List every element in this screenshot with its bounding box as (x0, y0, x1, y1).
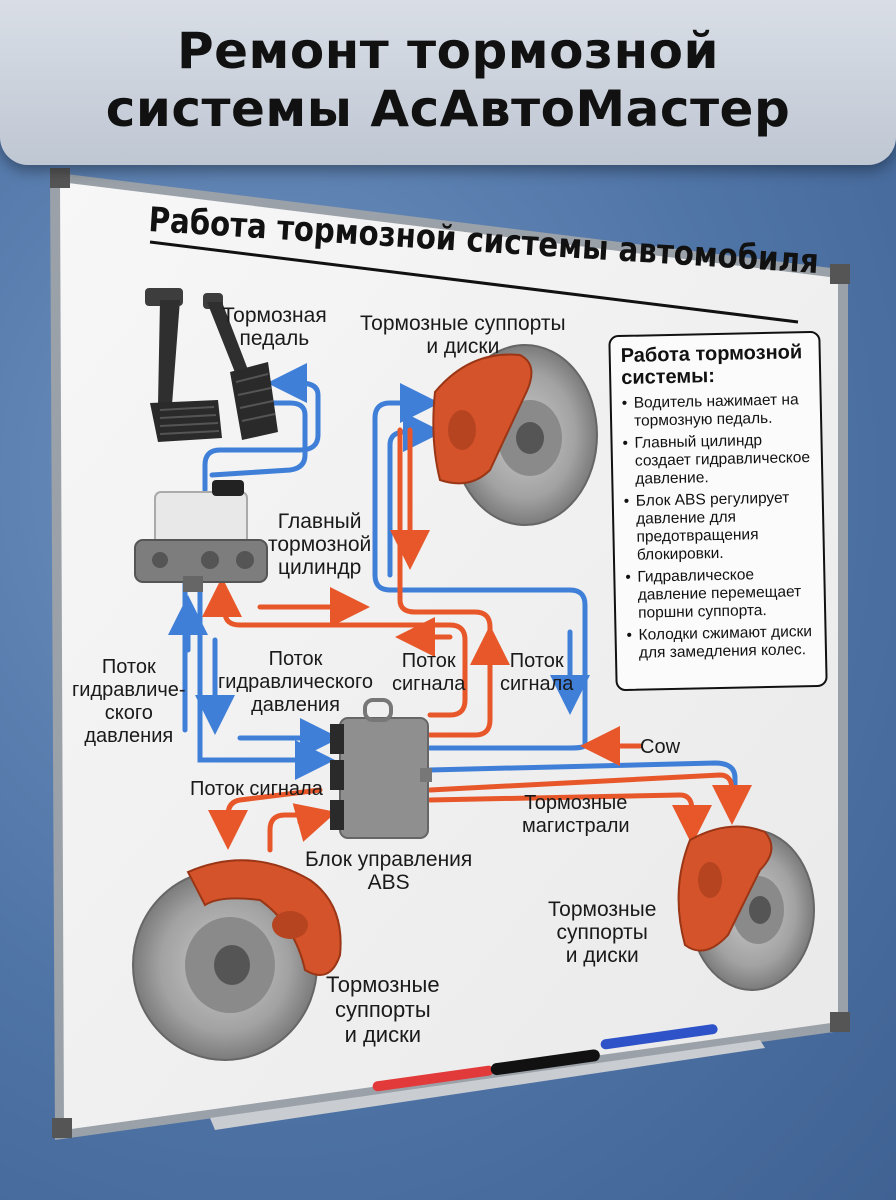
label-line: суппорты (556, 921, 648, 944)
info-item: Главный цилиндр создает гидравлическое д… (622, 431, 811, 489)
marker-tray (210, 1040, 765, 1130)
label-line: Тормозные суппорты (360, 312, 566, 335)
info-box: Работа тормозной системы: Водитель нажим… (608, 330, 828, 692)
label-line: Поток (509, 650, 564, 672)
red-marker (372, 1065, 494, 1092)
frame-corner-br (830, 1012, 850, 1032)
label-brake-pedal: Тормозная педаль (222, 304, 327, 350)
label-line: Тормозная (222, 304, 327, 327)
title-banner: Ремонт тормозной системы АсАвтоМастер (0, 0, 896, 165)
brake-disc-top (432, 344, 598, 526)
label-line: магистрали (522, 815, 630, 837)
label-line: давления (84, 725, 174, 747)
frame-corner-tr (830, 264, 850, 284)
label-line: Тормозные (548, 898, 657, 921)
info-item: Колодки сжимают диски для замедления кол… (626, 623, 815, 663)
banner-title-line-2: системы АсАвтоМастер (105, 80, 791, 138)
label-line: Тормозные (524, 792, 628, 814)
label-line: ABS (367, 871, 410, 894)
label-line: суппорты (334, 997, 431, 1022)
brake-disc-right (677, 825, 815, 991)
banner-title-line-1: Ремонт тормозной (176, 22, 720, 80)
label-hydraulic-flow-left: Поток гидравличе- ского давления (72, 656, 186, 748)
label-brake-lines: Тормозные магистрали (522, 792, 630, 838)
banner-title: Ремонт тормозной системы АсАвтоМастер (0, 22, 896, 138)
label-calipers-bottom-left: Тормозные суппорты и диски (326, 972, 440, 1047)
label-signal-flow-2: Поток сигнала (500, 650, 573, 696)
label-cow: Cow (640, 736, 681, 758)
label-line: Поток (101, 656, 156, 678)
label-line: педаль (239, 327, 310, 350)
label-abs-unit: Блок управления ABS (305, 848, 472, 894)
master-cylinder-graphic (134, 480, 268, 592)
label-line: Тормозные (326, 972, 440, 997)
label-line: гидравлического (218, 671, 374, 693)
label-line: и диски (565, 944, 639, 967)
info-item: Водитель нажимает на тормозную педаль. (622, 391, 811, 431)
label-line: и диски (344, 1022, 422, 1047)
frame-corner-tl (50, 168, 70, 188)
label-line: Блок управления (305, 848, 473, 871)
signal-lines (202, 427, 752, 853)
label-calipers-top: Тормозные суппорты и диски (360, 312, 566, 358)
label-line: Поток (268, 648, 323, 670)
label-signal-flow-bottom: Поток сигнала (190, 778, 323, 800)
info-item: Гидравлическое давление перемещает поршн… (625, 565, 814, 623)
brake-disc-bottom-left (132, 859, 342, 1061)
label-line: и диски (426, 335, 500, 358)
blue-marker (600, 1024, 718, 1050)
label-master-cylinder: Главный тормозной цилиндр (268, 510, 371, 579)
label-signal-flow-1: Поток сигнала (392, 650, 465, 696)
info-item: Блок ABS регулирует давление для предотв… (624, 489, 813, 565)
label-calipers-right: Тормозные суппорты и диски (548, 898, 656, 967)
label-line: ского (104, 702, 153, 724)
label-line: Главный (277, 510, 362, 533)
frame-corner-bl (52, 1118, 72, 1138)
label-line: тормозной (268, 533, 372, 556)
label-line: Поток (401, 650, 456, 672)
heading-underline (149, 240, 799, 324)
label-line: давления (251, 694, 340, 716)
label-line: гидравличе- (72, 679, 186, 701)
black-marker (490, 1049, 600, 1076)
label-hydraulic-flow-center: Поток гидравлического давления (218, 648, 373, 717)
label-line: сигнала (500, 673, 574, 695)
label-line: цилиндр (277, 556, 362, 579)
info-box-title: Работа тормозной системы: (620, 341, 803, 389)
label-line: сигнала (392, 673, 466, 695)
brake-pedal-graphic (145, 288, 278, 442)
info-box-list: Водитель нажимает на тормозную педаль. Г… (622, 391, 816, 663)
abs-unit-graphic (330, 698, 432, 839)
